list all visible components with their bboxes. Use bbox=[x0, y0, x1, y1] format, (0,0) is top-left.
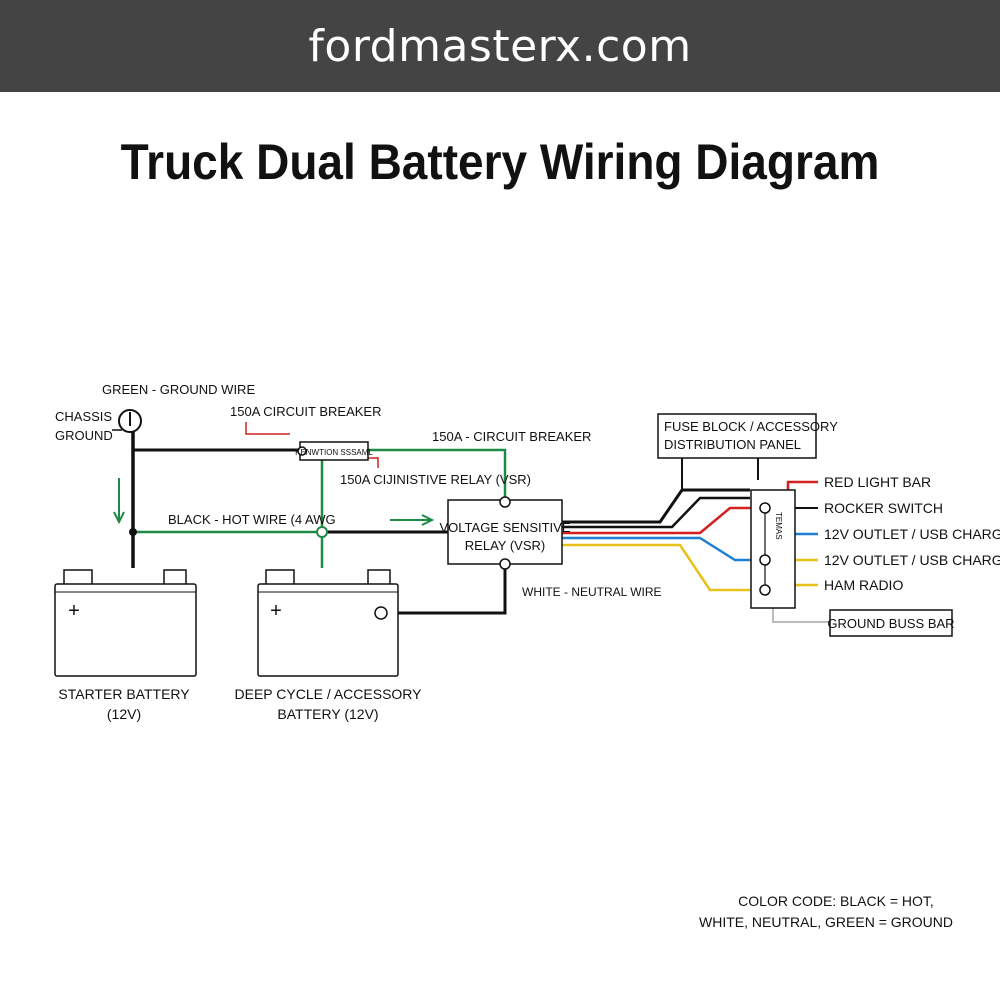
battery-plus-sign: + bbox=[68, 600, 80, 622]
starter-battery-label-1: STARTER BATTERY bbox=[58, 686, 190, 702]
panel-text: TEMAS bbox=[774, 512, 783, 540]
rocker-switch-label: ROCKER SWITCH bbox=[824, 500, 943, 516]
red-wire bbox=[562, 506, 765, 535]
vsr-terminal bbox=[499, 558, 511, 570]
chassis-ground-icon bbox=[118, 409, 142, 433]
relay-callout bbox=[365, 457, 379, 468]
breaker-callout bbox=[245, 422, 290, 435]
distribution-panel: TEMAS bbox=[750, 489, 796, 609]
relay-label: 150A CIJINISTIVE RELAY (VSR) bbox=[340, 472, 531, 487]
vsr-to-deep-cycle-wire bbox=[386, 568, 507, 615]
ground-buss-bar: GROUND BUSS BAR bbox=[827, 609, 955, 637]
fuse-panel-feed-wire-2 bbox=[562, 496, 750, 529]
vsr-label-line1: VOLTAGE SENSITIVE bbox=[440, 520, 571, 535]
hot-wire-label: BLACK - HOT WIRE (4 AWG bbox=[168, 512, 336, 527]
vsr-label-line2: RELAY (VSR) bbox=[465, 538, 545, 553]
circuit-breaker: KENWTION SSSAML bbox=[295, 441, 373, 461]
green-breaker-wire bbox=[368, 448, 507, 500]
deep-cycle-label-2: BATTERY (12V) bbox=[277, 706, 378, 722]
site-name: fordmasterx.com bbox=[308, 20, 692, 72]
fuse-block-label-box: FUSE BLOCK / ACCESSORY DISTRIBUTION PANE… bbox=[657, 413, 838, 459]
junction-node bbox=[316, 526, 328, 538]
ham-radio-label: HAM RADIO bbox=[824, 577, 903, 593]
white-neutral-wire-label: WHITE - NEUTRAL WIRE bbox=[522, 585, 662, 599]
red-light-bar-label: RED LIGHT BAR bbox=[824, 474, 931, 490]
battery-plus-sign: + bbox=[270, 600, 282, 622]
chassis-ground-label-2: GROUND bbox=[55, 428, 113, 443]
color-code-line1: COLOR CODE: BLACK = HOT, bbox=[738, 893, 934, 909]
outlet-2-label: 12V OUTLET / USB CHARGER bbox=[824, 552, 1000, 568]
starter-battery: + bbox=[54, 569, 197, 677]
site-banner: fordmasterx.com bbox=[0, 0, 1000, 92]
starter-battery-label-2: (12V) bbox=[107, 706, 141, 722]
diagram-title: Truck Dual Battery Wiring Diagram bbox=[120, 134, 880, 190]
panel-terminal bbox=[759, 584, 771, 596]
fuse-block-line2: DISTRIBUTION PANEL bbox=[664, 437, 801, 452]
blue-wire bbox=[562, 536, 765, 562]
vsr-relay: VOLTAGE SENSITIVE RELAY (VSR) bbox=[440, 496, 571, 570]
outlet-1-label: 12V OUTLET / USB CHARGER bbox=[824, 526, 1000, 542]
ground-buss-wire bbox=[772, 608, 830, 623]
vsr-terminal bbox=[499, 496, 511, 508]
chassis-ground-label-1: CHASSIS bbox=[55, 409, 112, 424]
fuse-block-line1: FUSE BLOCK / ACCESSORY bbox=[664, 419, 838, 434]
right-arrow-icon bbox=[390, 514, 435, 526]
down-arrow-icon bbox=[113, 478, 125, 525]
panel-terminal bbox=[759, 502, 771, 514]
deep-cycle-battery: + bbox=[257, 569, 399, 677]
breaker-inner-label: KENWTION SSSAML bbox=[295, 448, 373, 457]
breaker-top-label: 150A CIRCUIT BREAKER bbox=[230, 404, 381, 419]
deep-cycle-label-1: DEEP CYCLE / ACCESSORY bbox=[235, 686, 423, 702]
panel-terminal bbox=[759, 554, 771, 566]
green-ground-wire-label: GREEN - GROUND WIRE bbox=[102, 382, 255, 397]
junction-node bbox=[129, 528, 137, 536]
ground-buss-label: GROUND BUSS BAR bbox=[827, 616, 954, 631]
battery-terminal bbox=[374, 606, 388, 620]
fuse-panel-feed-wire bbox=[562, 488, 750, 524]
breaker-right-label: 150A - CIRCUIT BREAKER bbox=[432, 429, 591, 444]
yellow-wire bbox=[562, 543, 765, 592]
color-code-line2: WHITE, NEUTRAL, GREEN = GROUND bbox=[699, 914, 953, 930]
